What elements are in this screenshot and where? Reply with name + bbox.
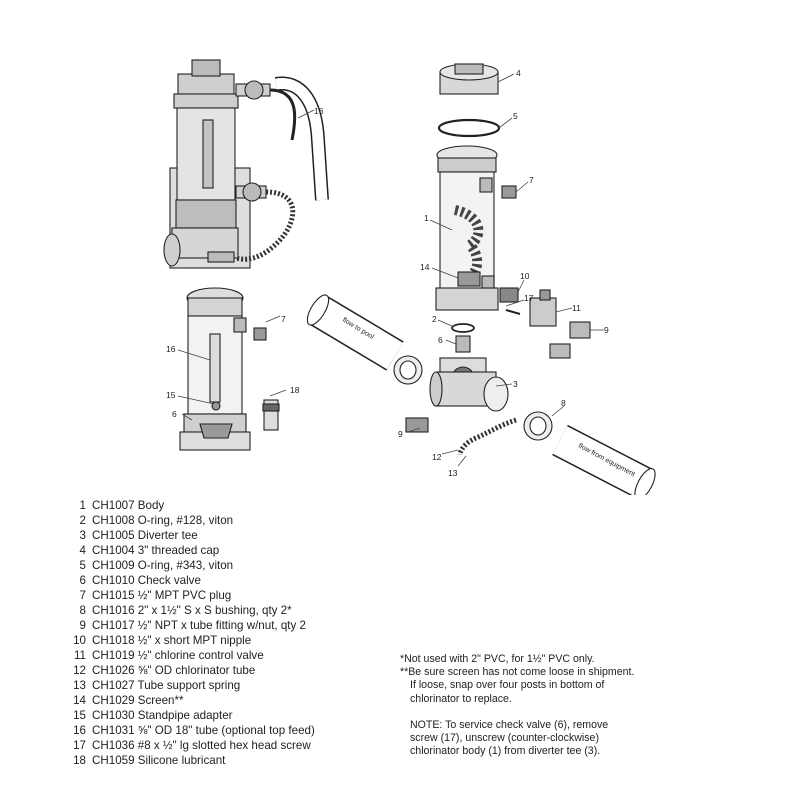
part-row: 5 CH1009 O-ring, #343, viton: [62, 558, 315, 573]
part-description: CH1018 ½" x short MPT nipple: [92, 634, 252, 647]
part-row: 6 CH1010 Check valve: [62, 573, 315, 588]
callout-5: 5: [513, 111, 518, 121]
callout-12: 12: [432, 452, 442, 462]
part-description: CH1007 Body: [92, 499, 165, 512]
part-number: 7: [79, 589, 86, 602]
part-number: 9: [79, 619, 86, 632]
part-description: CH1004 3" threaded cap: [92, 544, 220, 557]
part-number: 2: [79, 514, 86, 527]
callout-15: 15: [166, 390, 176, 400]
callout-6: 6: [438, 335, 443, 345]
callout-7: 7: [529, 175, 534, 185]
callout-8: 8: [561, 398, 566, 408]
part-number: 11: [73, 649, 86, 662]
pipe-to-pool: [306, 294, 404, 371]
note-line: *Not used with 2" PVC, for 1½" PVC only.: [400, 653, 595, 665]
part-number: 13: [73, 679, 86, 692]
callout-7b: 7: [281, 314, 286, 324]
part-description: CH1016 2" x 1½" S x S bushing, qty 2*: [92, 604, 292, 617]
part-row: 9 CH1017 ½" NPT x tube fitting w/nut, qty…: [62, 618, 315, 633]
note-line: chlorinator to replace.: [410, 692, 512, 705]
part-description: CH1010 Check valve: [92, 574, 201, 587]
callout-13: 13: [448, 468, 458, 478]
part-row: 4 CH1004 3" threaded cap: [62, 543, 315, 558]
callout-16: 16: [314, 106, 324, 116]
callout-14: 14: [420, 262, 430, 272]
assembled-chlorinator: [163, 59, 329, 269]
part-description: CH1017 ½" NPT x tube fitting w/nut, qty …: [92, 619, 306, 632]
part-description: CH1026 ⅝" OD chlorinator tube: [92, 664, 256, 677]
part-number: 14: [73, 694, 86, 707]
part-row: 15 CH1030 Standpipe adapter: [62, 708, 315, 723]
note-line: NOTE: To service check valve (6), remove: [410, 718, 609, 731]
part-description: CH1036 #8 x ½" lg slotted hex head screw: [92, 739, 311, 752]
part-row: 18 CH1059 Silicone lubricant: [62, 753, 315, 768]
pipe-from-equipment: [552, 424, 656, 495]
part-description: CH1030 Standpipe adapter: [92, 709, 233, 722]
part-number: 5: [79, 559, 86, 572]
note-line: screw (17), unscrew (counter-clockwise): [410, 732, 599, 745]
part-row: 8 CH1016 2" x 1½" S x S bushing, qty 2*: [62, 603, 315, 618]
part-number: 16: [73, 724, 86, 737]
callout-3: 3: [513, 379, 518, 389]
part-row: 17 CH1036 #8 x ½" lg slotted hex head scr…: [62, 738, 315, 753]
note-line: chlorinator body (1) from diverter tee (…: [410, 745, 601, 758]
part-description: CH1008 O-ring, #128, viton: [92, 514, 234, 527]
part-row: 14 CH1029 Screen**: [62, 693, 315, 708]
part-description: CH1015 ½" MPT PVC plug: [92, 589, 232, 602]
part-number: 4: [79, 544, 86, 557]
callout-16b: 16: [166, 344, 176, 354]
callout-9: 9: [604, 325, 609, 335]
callout-6b: 6: [172, 409, 177, 419]
part-number: 6: [79, 574, 86, 587]
part-number: 10: [73, 634, 86, 647]
exploded-chlorinator: [393, 63, 591, 456]
callout-9b: 9: [398, 429, 403, 439]
callout-11: 11: [572, 303, 581, 313]
part-number: 15: [73, 709, 86, 722]
callout-17: 17: [524, 293, 534, 303]
part-number: 12: [73, 664, 86, 677]
part-row: 16 CH1031 ⅝" OD 18" tube (optional top fe…: [62, 723, 315, 738]
callout-2: 2: [432, 314, 437, 324]
part-description: CH1009 O-ring, #343, viton: [92, 559, 234, 572]
part-description: CH1029 Screen**: [92, 694, 184, 707]
part-description: CH1031 ⅝" OD 18" tube (optional top feed…: [92, 724, 315, 737]
part-row: 2 CH1008 O-ring, #128, viton: [62, 513, 315, 528]
service-notes: *Not used with 2" PVC, for 1½" PVC only.…: [400, 653, 634, 758]
note-line: If loose, snap over four posts in bottom…: [410, 679, 605, 692]
part-description: CH1005 Diverter tee: [92, 529, 198, 542]
exploded-parts-diagram: 4 5 7 1 14 10 17 11 9 2 6 3 8 9 12 13 16…: [163, 59, 656, 495]
part-number: 17: [73, 739, 86, 752]
part-row: 13 CH1027 Tube support spring: [62, 678, 315, 693]
part-number: 1: [79, 499, 86, 512]
part-description: CH1027 Tube support spring: [92, 679, 241, 692]
part-row: 12 CH1026 ⅝" OD chlorinator tube: [62, 663, 315, 678]
part-row: 7 CH1015 ½" MPT PVC plug: [62, 588, 315, 603]
part-row: 11 CH1019 ½" chlorine control valve: [62, 648, 315, 663]
part-row: 1 CH1007 Body: [62, 498, 315, 513]
part-description: CH1059 Silicone lubricant: [92, 754, 226, 767]
part-row: 3 CH1005 Diverter tee: [62, 528, 315, 543]
part-description: CH1019 ½" chlorine control valve: [92, 649, 264, 662]
parts-list: 1 CH1007 Body 2 CH1008 O-ring, #128, viton…: [62, 498, 315, 768]
callout-10: 10: [520, 271, 530, 281]
body-with-standpipe: [179, 287, 280, 451]
callout-18: 18: [290, 385, 300, 395]
part-row: 10 CH1018 ½" x short MPT nipple: [62, 633, 315, 648]
callout-4: 4: [516, 68, 521, 78]
part-number: 18: [73, 754, 86, 767]
note-line: **Be sure screen has not come loose in s…: [400, 666, 635, 679]
callout-1: 1: [424, 213, 429, 223]
part-number: 8: [79, 604, 86, 617]
part-number: 3: [79, 529, 86, 542]
